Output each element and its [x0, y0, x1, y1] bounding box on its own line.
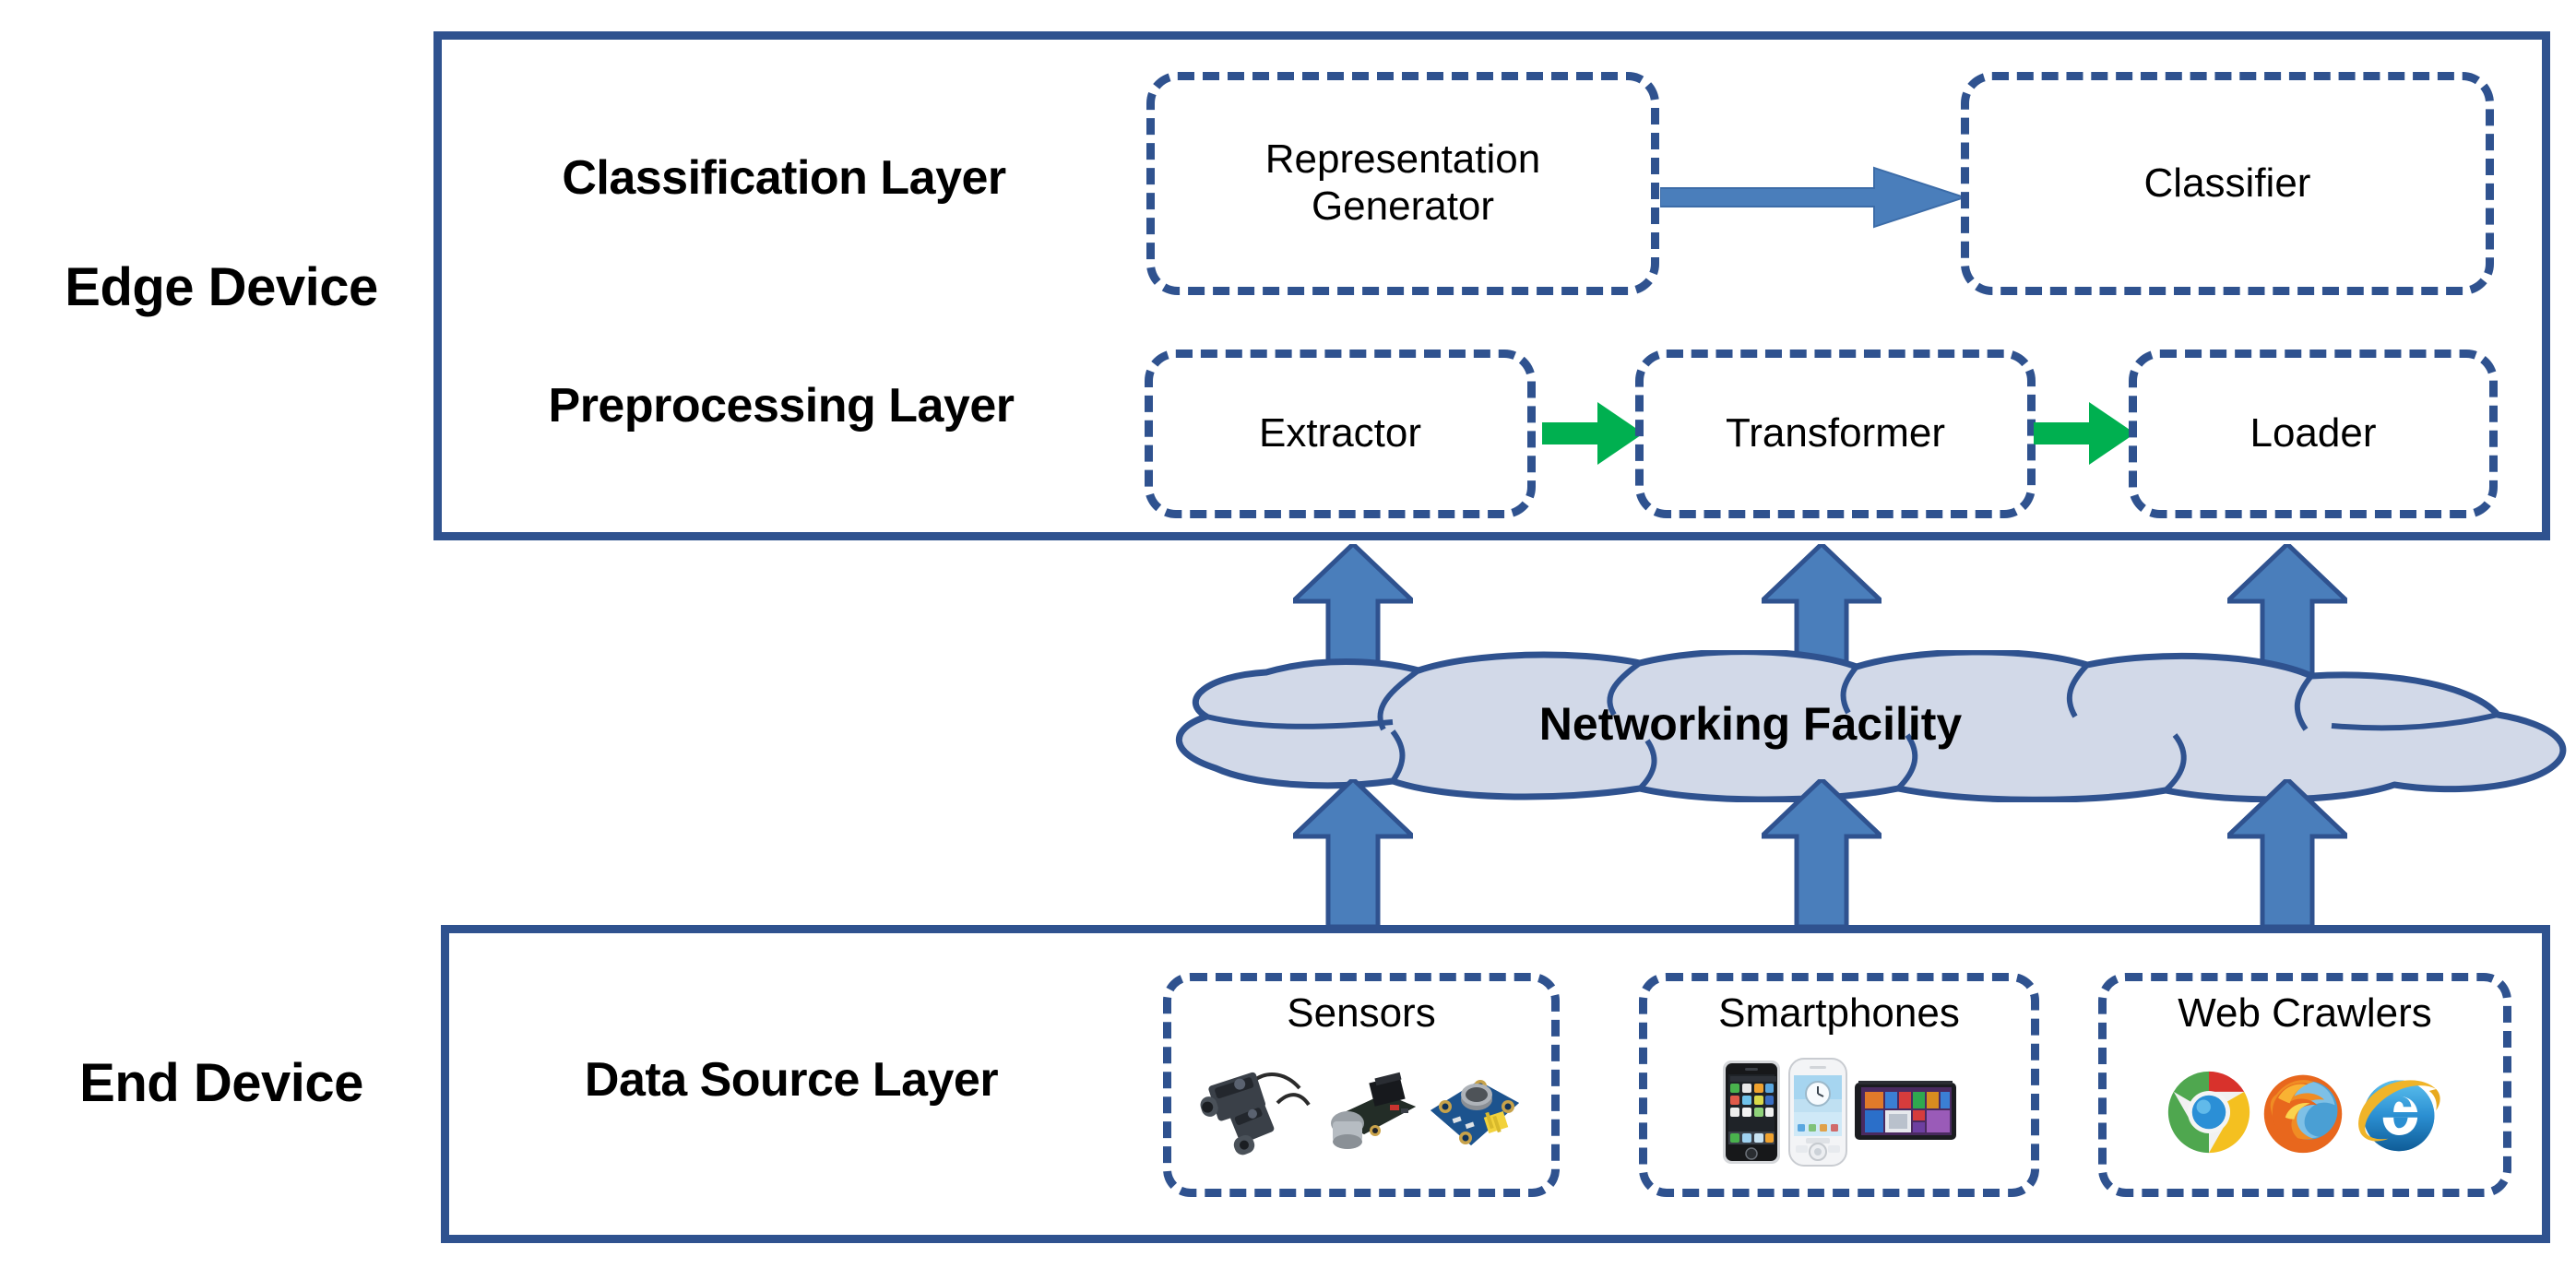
cloud-label: Networking Facility [1538, 698, 1963, 750]
arrow-up-icon [2227, 544, 2347, 690]
module-label: Extractor [1258, 410, 1422, 456]
iphone-icon [1723, 1060, 1780, 1164]
arrow-up-icon [1293, 779, 1413, 927]
photoelectric-sensor-icon [1200, 1072, 1311, 1155]
sound-sensor-board-icon [1430, 1079, 1519, 1145]
chrome-icon [2167, 1071, 2250, 1153]
source-media-group [1171, 1035, 1551, 1189]
source-smartphones[interactable]: Smartphones [1639, 973, 2039, 1197]
source-webcrawlers[interactable]: Web Crawlers [2098, 973, 2511, 1197]
windows-tablet-icon [1855, 1080, 1956, 1140]
preprocessing-layer-label: Preprocessing Layer [548, 379, 1015, 433]
module-loader[interactable]: Loader [2129, 350, 2498, 518]
module-transformer[interactable]: Transformer [1635, 350, 2036, 518]
module-extractor[interactable]: Extractor [1145, 350, 1536, 518]
module-representation-generator[interactable]: Representation Generator [1146, 72, 1659, 295]
module-label-wrapper: Classifier [2144, 160, 2311, 207]
firefox-icon [2263, 1074, 2343, 1153]
source-label: Smartphones [1718, 990, 1960, 1036]
source-media-group [1647, 1035, 2031, 1189]
gas-sensor-board-icon [1331, 1072, 1416, 1149]
module-label-line1: Representation [1264, 136, 1541, 183]
cloud-icon [1176, 650, 2567, 802]
edge-device-box [433, 31, 2550, 540]
edge-device-label: Edge Device [65, 257, 378, 317]
arrow-up-icon [2227, 779, 2347, 927]
end-device-label: End Device [79, 1053, 363, 1113]
arrow-up-icon [1762, 779, 1882, 927]
arrow-right-green-icon [2034, 402, 2135, 465]
module-label-wrapper: Representation Generator [1265, 136, 1540, 230]
arrow-right-green-icon [1542, 402, 1644, 465]
source-sensors[interactable]: Sensors [1163, 973, 1560, 1197]
arrow-right-blue-icon [1660, 166, 1965, 229]
module-label-line1: Classifier [2143, 160, 2311, 206]
module-label: Transformer [1726, 410, 1945, 456]
source-label: Sensors [1287, 990, 1436, 1036]
module-label-line2: Generator [1311, 184, 1495, 229]
internet-explorer-icon [2358, 1079, 2440, 1151]
arrow-up-icon [1762, 544, 1882, 690]
source-label: Web Crawlers [2178, 990, 2432, 1036]
source-media-group [2107, 1035, 2503, 1189]
data-source-layer-label: Data Source Layer [584, 1053, 999, 1107]
classification-layer-label: Classification Layer [562, 151, 1006, 205]
arrow-up-icon [1293, 544, 1413, 690]
module-label: Loader [2250, 410, 2377, 456]
android-phone-icon [1788, 1057, 1847, 1167]
module-classifier[interactable]: Classifier [1961, 72, 2494, 295]
